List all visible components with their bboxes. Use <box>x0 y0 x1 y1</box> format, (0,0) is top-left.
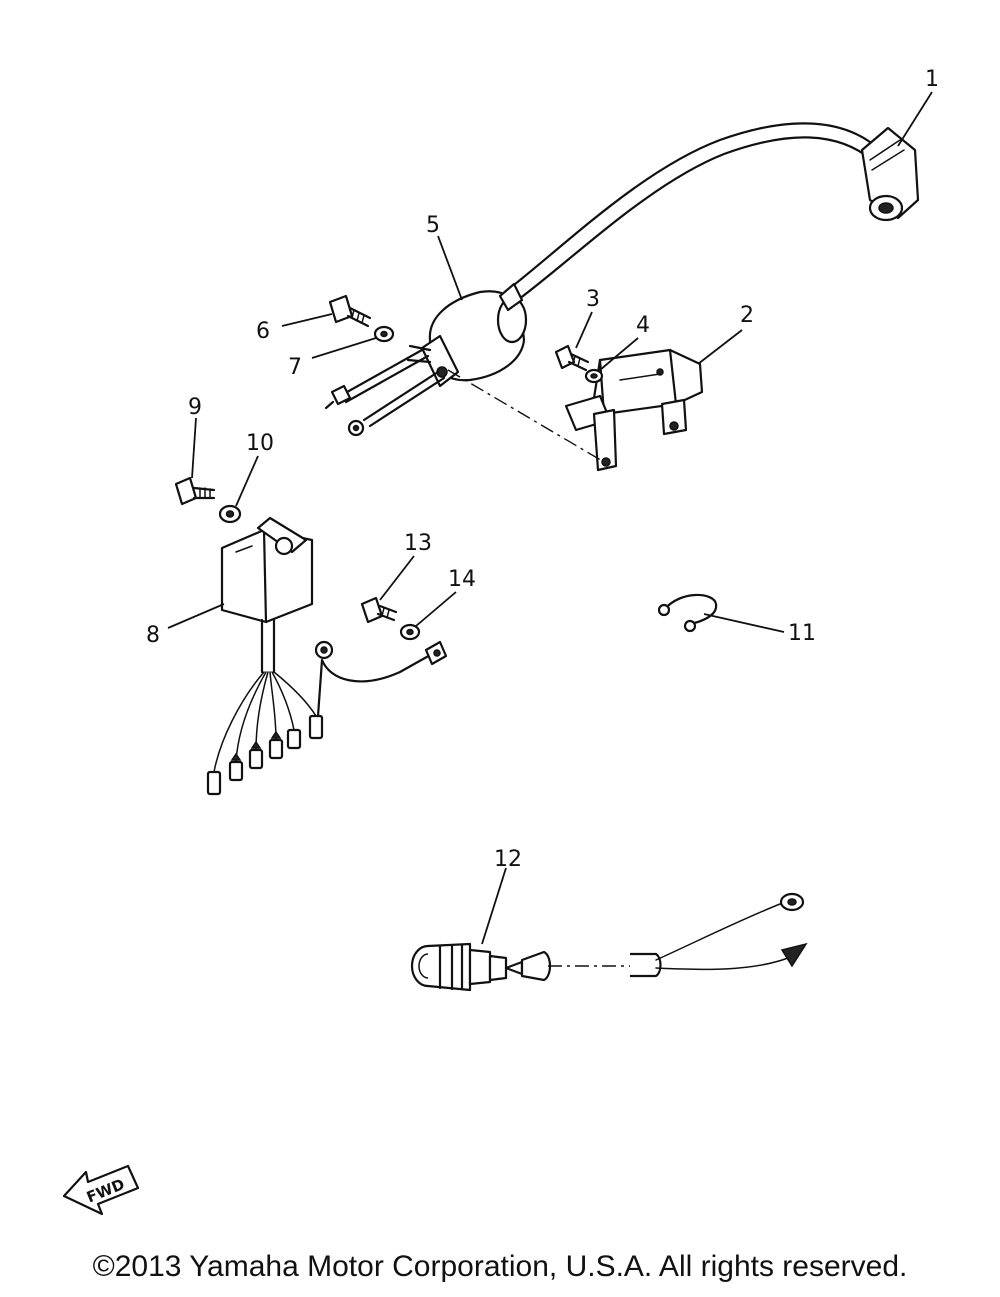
bracket-washer <box>584 368 604 384</box>
callout-1: 1 <box>925 67 939 92</box>
callout-11: 11 <box>788 621 816 646</box>
callout-10: 10 <box>246 431 274 456</box>
callout-14: 14 <box>448 567 476 592</box>
wire-clamp <box>657 593 718 633</box>
callout-3: 3 <box>586 287 600 312</box>
callout-9: 9 <box>188 395 202 420</box>
spark-plug-cap <box>860 126 920 222</box>
thermo-switch <box>410 892 808 992</box>
callout-leaders <box>167 91 933 945</box>
callout-7: 7 <box>288 355 302 380</box>
callout-6: 6 <box>256 319 270 344</box>
coil-washer <box>373 325 395 343</box>
callout-numbers: 1 2 3 4 5 6 7 8 9 10 11 12 13 14 <box>146 67 939 872</box>
fwd-direction-arrow: FWD <box>62 1164 140 1216</box>
cdi-bolt <box>174 476 216 506</box>
ground-washer <box>399 623 421 641</box>
copyright-notice: ©2013 Yamaha Motor Corporation, U.S.A. A… <box>92 1250 908 1283</box>
callout-12: 12 <box>494 847 522 872</box>
ignition-coil <box>406 282 528 388</box>
ground-screw <box>360 596 398 624</box>
callout-8: 8 <box>146 623 160 648</box>
coil-bolt <box>328 294 372 328</box>
callout-5: 5 <box>426 213 440 238</box>
bracket-screw <box>554 344 590 372</box>
cdi-washer <box>218 504 242 524</box>
callout-13: 13 <box>404 531 432 556</box>
callout-4: 4 <box>636 313 650 338</box>
ignition-coil-assembly <box>324 122 920 437</box>
callout-2: 2 <box>740 303 754 328</box>
coil-bracket <box>564 348 704 472</box>
cdi-unit <box>206 516 448 796</box>
